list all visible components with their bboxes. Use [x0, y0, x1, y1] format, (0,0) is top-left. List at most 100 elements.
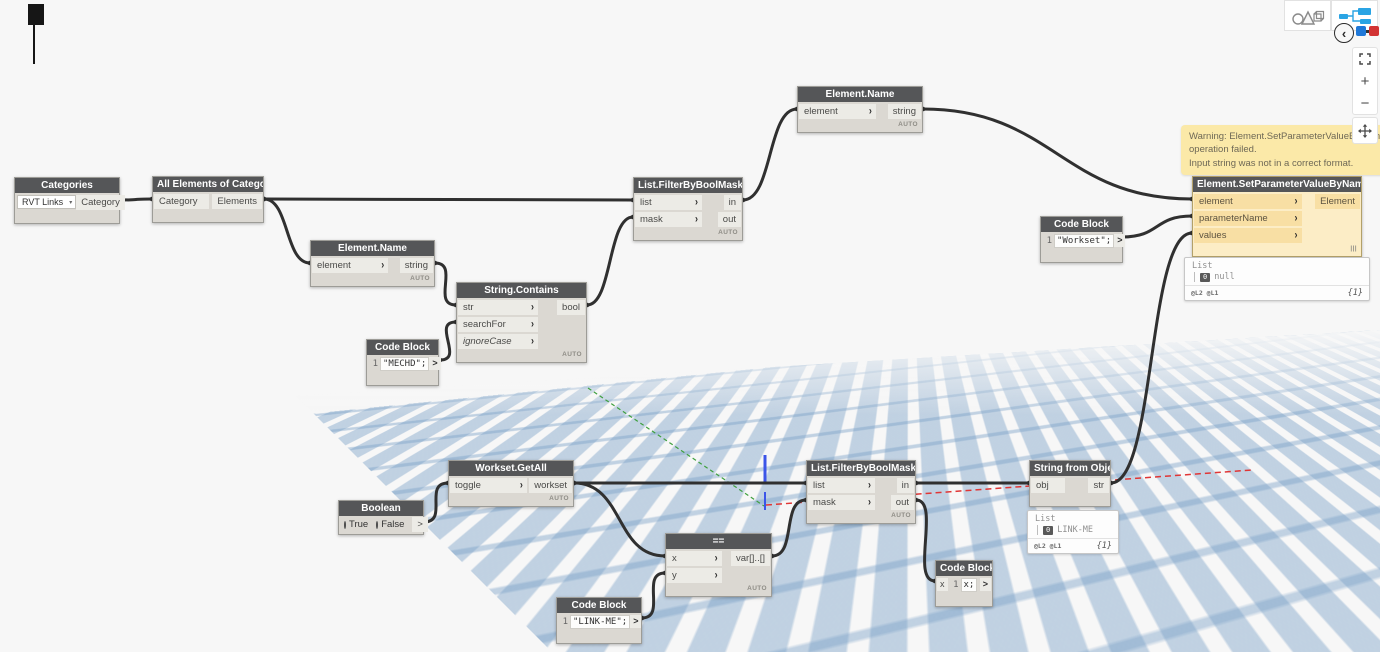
output-port-var[]..[][interactable]: var[]..[] [730, 550, 770, 566]
zoom-fit-button[interactable] [1353, 48, 1377, 70]
string-from-object[interactable]: String from Objectobj str [1029, 460, 1111, 507]
output-port-bool[interactable]: bool [557, 299, 585, 315]
input-port-obj[interactable]: obj [1031, 477, 1065, 493]
input-port-element[interactable]: element› [1194, 193, 1302, 209]
geometry-view-button[interactable] [1284, 0, 1331, 31]
wire[interactable] [262, 197, 312, 265]
wire[interactable] [741, 107, 799, 202]
node-header[interactable]: Code Block [936, 561, 992, 576]
node-header[interactable]: List.FilterByBoolMask [807, 461, 915, 476]
output-port-Category[interactable]: Category [76, 194, 125, 210]
node-header[interactable]: String from Object [1030, 461, 1110, 476]
output-port[interactable]: > [429, 357, 441, 370]
node-header[interactable]: Element.Name [798, 87, 922, 102]
code-text[interactable]: "Workset"; [1054, 233, 1115, 248]
output-port-out[interactable]: out [717, 211, 741, 227]
input-port-x[interactable]: x [937, 578, 948, 591]
node-header[interactable]: String.Contains [457, 283, 586, 298]
zoom-out-button[interactable]: − [1360, 94, 1370, 112]
input-port-element[interactable]: element› [312, 257, 389, 273]
dropdown-categories[interactable]: RVT Links▾ [17, 195, 77, 209]
node-header[interactable]: Code Block [367, 340, 438, 355]
input-port-ignoreCase[interactable]: ignoreCase› [458, 333, 538, 349]
input-port-values[interactable]: values› [1194, 227, 1302, 243]
radio-label-true[interactable]: True [349, 519, 369, 530]
code-text[interactable]: x; [960, 577, 978, 592]
input-port-list[interactable]: list› [808, 477, 875, 493]
input-port-str[interactable]: str› [458, 299, 538, 315]
wire[interactable] [921, 107, 1194, 201]
radio-label-false[interactable]: False [381, 519, 405, 530]
input-port-list[interactable]: list› [635, 194, 702, 210]
input-port-searchFor[interactable]: searchFor› [458, 316, 538, 332]
wire[interactable] [1109, 231, 1194, 485]
wire[interactable] [262, 197, 635, 202]
anaglyph-3d-icon[interactable] [1356, 26, 1379, 36]
output-port[interactable]: > [979, 578, 991, 591]
equals-operator[interactable]: ==x›var[]..[]y›AUTO [665, 533, 772, 597]
input-port-element[interactable]: element› [799, 103, 876, 119]
output-port[interactable]: > [1114, 234, 1126, 247]
wire[interactable] [770, 498, 808, 558]
input-port-mask[interactable]: mask› [808, 494, 875, 510]
node-header[interactable]: All Elements of Category [153, 177, 263, 192]
wire[interactable] [640, 571, 667, 620]
node-header[interactable]: Code Block [557, 598, 641, 613]
input-port-x[interactable]: x› [667, 550, 722, 566]
input-port-Category[interactable]: Category [154, 193, 209, 209]
node-header[interactable]: Categories [15, 178, 119, 193]
pan-button[interactable] [1353, 120, 1377, 142]
output-port-string[interactable]: string [887, 103, 921, 119]
input-port-mask[interactable]: mask› [635, 211, 702, 227]
wire[interactable] [585, 215, 635, 307]
node-header[interactable]: Code Block [1041, 217, 1122, 232]
node-header[interactable]: Element.SetParameterValueByName [1193, 177, 1361, 192]
output-port-Elements[interactable]: Elements [212, 193, 262, 209]
output-port-workset[interactable]: workset [529, 477, 572, 493]
zoom-in-button[interactable]: + [1360, 72, 1370, 90]
output-port-in[interactable]: in [896, 477, 914, 493]
output-port[interactable]: > [630, 615, 642, 628]
wire[interactable] [118, 197, 154, 202]
wire[interactable] [422, 481, 450, 524]
node-header[interactable]: == [666, 534, 771, 549]
code-text[interactable]: "MECHD"; [380, 356, 430, 371]
wire[interactable] [438, 320, 458, 362]
all-elements-of-category[interactable]: All Elements of CategoryCategoryElements [152, 176, 264, 223]
output-port[interactable]: > [412, 517, 428, 532]
output-port-in[interactable]: in [723, 194, 741, 210]
node-header[interactable]: Element.Name [311, 241, 434, 256]
node-header[interactable]: Workset.GetAll [449, 461, 573, 476]
wire[interactable] [572, 481, 667, 558]
radio-true[interactable] [344, 520, 346, 529]
output-port-str[interactable]: str [1088, 477, 1109, 493]
output-port-string[interactable]: string [399, 257, 433, 273]
node-header[interactable]: Boolean [339, 501, 423, 516]
input-port-parameterName[interactable]: parameterName› [1194, 210, 1302, 226]
input-port-toggle[interactable]: toggle› [450, 477, 527, 493]
code-text[interactable]: "LINK-ME"; [570, 614, 631, 629]
node-header[interactable]: List.FilterByBoolMask [634, 178, 742, 193]
radio-false[interactable] [376, 520, 379, 529]
wire[interactable] [1120, 214, 1194, 239]
output-port-out[interactable]: out [890, 494, 914, 510]
input-port-y[interactable]: y› [667, 567, 722, 583]
wire[interactable] [433, 261, 458, 307]
collapse-panel-button[interactable]: ‹ [1334, 23, 1354, 43]
